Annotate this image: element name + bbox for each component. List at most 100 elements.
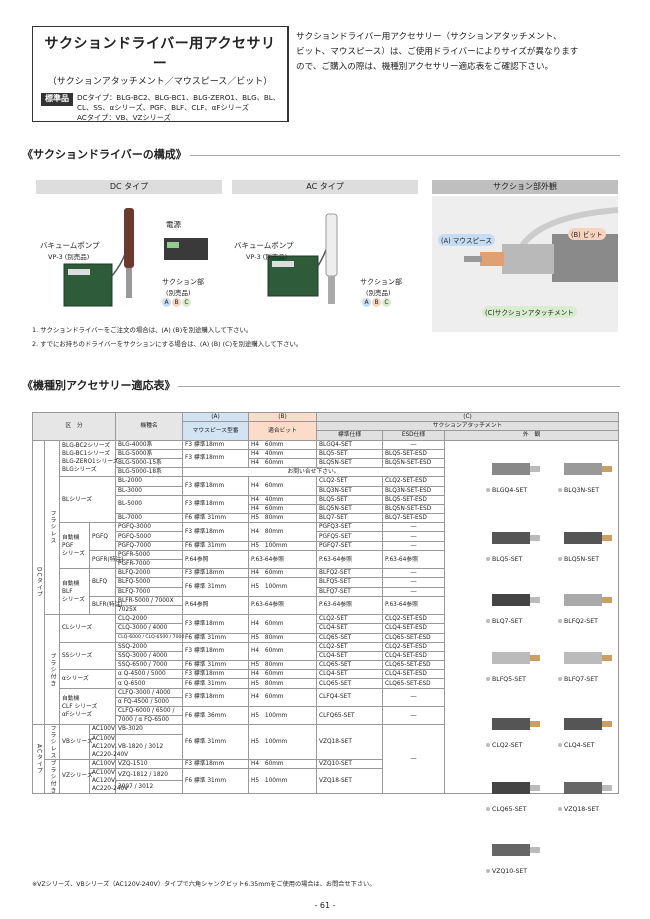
circle-b: B [372,298,381,307]
auto-label: 自動機 [62,695,80,702]
table-row: AC100V AC120V, AC220-240V VZQ-1812 / 182… [33,767,619,794]
bit-cell: H5 100mm [248,705,318,726]
label-attachment: (C)サクションアタッチメント [482,306,577,318]
ac-multi-cell: AC100V AC120V, AC220-240V [88,733,128,760]
head-std: 標準仕様 [316,430,384,441]
bit-cell: H4 60mm [248,439,318,450]
photo-caption: BLQ5-SET [492,556,523,563]
esd-cell: BLQ7-SET-ESD [382,513,446,524]
model-cell: PGFR-7000 [115,558,184,570]
esd-cell: P.63-64参照 [382,595,446,616]
separately-label-dc: (別売品) [166,289,191,297]
table-row: BLFQ-7000 BLFQ7-SET ― [33,586,619,597]
std-cell: BLQ3N-SET [316,485,384,496]
esd-cell: CLQ4-SET-ESD [382,650,446,662]
circle-c: C [382,298,391,307]
section-table-title: 《機種別アクセサリー適応表》 [22,379,176,392]
table-row: CLQ-6000 / CLQ-6500 / 7000 F6 標準 31mm H5… [33,632,619,643]
bit-cell: H5 80mm [248,678,318,689]
model-cell: CLQ-6000 / CLQ-6500 / 7000 [115,632,184,643]
photo-blq5: BLQ5-SET [486,524,546,563]
bit-cell: H4 60mm [248,687,318,708]
vacuum-pump-label-ac: バキュームポンプ [234,241,294,250]
bit-cell: H4 60mm [248,568,318,579]
table-row: 3007 / 3012 [33,780,619,794]
af-label: αFシリーズ [62,711,93,718]
mouth-cell: F3 標準18mm [182,439,250,450]
label-mouthpiece: (A) マウスピース [438,234,495,246]
esd-cell: BLQ5N-SET-ESD [382,457,446,469]
mouth-cell: F3 標準18mm [182,522,250,542]
model-cell: CLFQ-6000 / 6500 / [115,705,184,717]
attachment-photo-icon [564,782,612,794]
model-cell: α Q-6500 [115,678,184,689]
pgf-cell: 自動機 PGF シリーズ [59,522,90,570]
std-cell: BLFQ5-SET [316,577,384,588]
accessory-table: 区 分 機種名 (A) (B) (C) マウスピース型番 適合ビット サクション… [31,411,620,794]
head-a: (A) [182,411,250,423]
model-cell: 7000 / α FQ-6500 [115,715,184,726]
table-row: BL-5000 F3 標準18mm H4 40mm BLQ5-SET BLQ5-… [33,494,619,515]
table-row: α Q-6500 F6 標準 31mm H5 80mm CLQ65-SET CL… [33,678,619,689]
table-row: PGFR(特注) PGFR-5000 P.64参照 P.63-64参照 P.63… [33,549,619,570]
model-cell: SSQ-6500 / 7000 [115,660,184,671]
photo-clq65: CLQ65-SET [486,774,546,813]
circle-a: A [162,298,171,307]
label-bit: (B) ビット [568,228,606,240]
table-row: ブラシ付き CLシリーズ CLQ-2000 F3 標準18mm H4 60mm … [33,614,619,726]
dc-illustration [63,208,208,307]
attachment-photo-icon [492,782,540,794]
photo-caption: BLQ5N-SET [564,556,599,563]
model-cell: BLG-5000-15系 [115,457,184,469]
model-cell: PGFQ-5000 [115,531,184,542]
std-cell: P.63-64参照 [316,595,384,616]
photo-blfq5: BLFQ5-SET [486,644,546,683]
model-cell: SSQ-2000 [115,641,184,652]
bit-cell: H4 80mm [248,522,318,542]
blg-2: BLG-BC1シリーズ [62,451,111,458]
table-row: 自動機 PGF シリーズ PGFQ PGFQ-3000 F3 標準18mm H4… [33,522,619,570]
head-c: (C) [316,411,620,423]
std-cell: BLQ5N-SET [316,457,384,469]
flap-cell-ac: ブラシ付き [44,758,60,794]
cl-series-cell: CLシリーズ [58,614,117,643]
mouth-cell: F6 標準 31mm [182,513,250,524]
table-row: 7000 / α FQ-6500 [33,715,619,726]
esd-cell: ― [382,439,446,450]
table-row: CLFQ-6000 / 6500 / F6 標準 36mm H5 100mm C… [33,705,619,726]
blg-1: BLG-BC2シリーズ [62,443,111,450]
model-cell: α Q-4500 / 5000 [115,669,184,680]
suction-part-label-dc: サクション部 [162,278,204,286]
page-title: サクションドライバー用アクセサリー [44,36,276,72]
mouth-cell: F6 標準 31mm [182,540,250,551]
table-row: 7025X [33,604,619,616]
photo-caption: BLQ3N-SET [564,487,599,494]
dc-line-2: CL、SS、αシリーズ、PGF、BLF、CLF、αFシリーズ [77,103,249,112]
head-kubun: 区 分 [31,412,117,441]
page-number: - 61 - [314,901,336,910]
bit-cell: H4 60mm [248,641,318,662]
std-cell: CLQ4-SET [316,669,384,680]
bit-cell: H5 100mm [248,767,318,794]
standard-badge: 標準品 [41,93,73,106]
model-cell: BLG-5000-18系 [115,467,184,478]
vp3-label-ac: VP-3 (別売品) [246,253,288,261]
intro-line-2: ビット、マウスピース）は、ご使用ドライバーによりサイズが異なります [296,47,579,57]
photo-caption: BLFQ7-SET [564,676,598,683]
ac100-cell: AC100V [88,724,117,735]
mouth-cell: F3 標準18mm [182,568,250,579]
esd-cell: ― [382,540,446,551]
dc-type-head: DC タイプ [36,180,222,194]
std-cell: VZQ18-SET [316,724,384,760]
separately-label-ac: (別売品) [366,289,391,297]
esd-cell: ― [382,687,446,708]
flapless-cell-ac: フラシレス [44,724,60,760]
mouth-cell: F6 標準 31mm [182,724,250,760]
ac-multi-3: AC220-240V [92,785,129,792]
std-cell: CLFQ65-SET [316,705,384,726]
mouth-cell: F3 標準18mm [182,641,250,662]
bit-cell: H4 40mm [248,448,318,459]
model-cell: BL-2000 [115,476,184,487]
table-row: ACタイプ フラシレス VBシリーズ AC100V VB-3020 F6 標準 … [32,724,619,794]
